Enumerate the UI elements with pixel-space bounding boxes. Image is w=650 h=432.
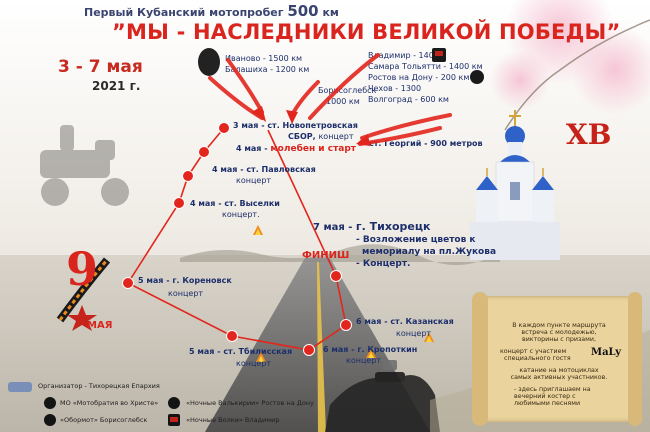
label-novopetrovskaya: 3 мая - ст. Новопетровская xyxy=(233,121,358,131)
label-kropotkin-note: концерт xyxy=(346,356,382,365)
may9-badge: 9 МАЯ xyxy=(52,244,122,340)
scroll-line: концерт с участием xyxy=(500,348,567,355)
stop-novopetrovskaya xyxy=(218,122,230,134)
arrow-east xyxy=(360,113,452,140)
label-start-date: 4 мая - xyxy=(236,144,271,153)
arrow-head-2 xyxy=(286,110,298,124)
oborot-badge-icon xyxy=(44,414,56,426)
city-volgograd: Волгоград - 600 км xyxy=(368,95,449,104)
final-item-1: - Возложение цветов к xyxy=(356,235,476,245)
route-line xyxy=(126,127,347,351)
header-distance: 500 xyxy=(287,2,319,20)
arrow-ivanovo xyxy=(226,58,264,114)
vladimir-badge-icon xyxy=(432,48,446,62)
label-start-text: молебен и старт xyxy=(270,144,357,154)
stop-kropotkin xyxy=(303,344,315,356)
city-borisoglebsk-km: 1000 км xyxy=(326,97,360,106)
night-wolves-badge-icon xyxy=(168,414,180,426)
label-pavlovskaya-place: 4 мая - ст. Павловская xyxy=(212,165,316,174)
stop-pavlovskaya xyxy=(198,146,210,158)
scroll-line: В каждом пункте маршрута xyxy=(512,322,606,329)
city-rostov: Ростов на Дону - 200 км xyxy=(368,73,470,82)
legend-mo: МО «Мотобратия во Христе» xyxy=(60,399,159,407)
label-kropotkin: 6 мая - г. Кропоткин xyxy=(323,345,418,354)
xv-symbol: ХВ xyxy=(566,118,612,151)
scroll-line: вечерний костер с xyxy=(514,393,576,400)
final-date: 7 мая - xyxy=(313,222,356,233)
event-title: ”МЫ - НАСЛЕДНИКИ ВЕЛИКОЙ ПОБЕДЫ” xyxy=(112,20,621,44)
label-pavlovskaya-note: концерт xyxy=(236,176,272,185)
mo-badge-icon xyxy=(44,397,56,409)
may9-word: МАЯ xyxy=(87,320,113,331)
scroll-line: викторины с призами, xyxy=(521,336,597,343)
rostov-badge-icon xyxy=(470,70,484,84)
stop-tbilisskaya xyxy=(226,330,238,342)
info-scroll: В каждом пункте маршрута встреча с молод… xyxy=(472,292,642,426)
stop-start xyxy=(182,170,194,182)
arrow-head-3 xyxy=(356,134,370,146)
church-illustration xyxy=(470,110,560,260)
scroll-line: катание на мотоциклах xyxy=(519,367,599,374)
finish-label: ФИНИШ xyxy=(302,250,350,261)
label-korenovsk-note: концерт xyxy=(168,289,204,298)
label-sbor-text: СБОР, xyxy=(288,132,316,141)
header-line1: Первый Кубанский мотопробег 500 км xyxy=(84,3,339,20)
label-novopetrovskaya-place: 3 мая - ст. Новопетровская xyxy=(233,121,358,130)
stop-kazanskaya xyxy=(340,319,352,331)
label-vyselki: 4 мая - ст. Выселки xyxy=(190,199,280,208)
event-year: 2021 г. xyxy=(92,79,141,93)
label-korenovsk: 5 мая - г. Кореновск xyxy=(138,276,232,285)
city-ivanovo: Иваново - 1500 км xyxy=(225,54,303,63)
city-chekhov: Чехов - 1300 xyxy=(368,84,422,93)
scroll-line: любимыми песнями xyxy=(514,400,581,407)
scroll-line: - здесь приглашаем на xyxy=(514,386,591,393)
city-georgiy: ст. Георгий - 900 метров xyxy=(369,139,483,148)
label-kazanskaya: 6 мая - ст. Казанская xyxy=(356,317,454,326)
label-tbilisskaya: 5 мая - ст. Тбилисская xyxy=(189,347,293,356)
scroll-roll-left xyxy=(472,292,488,426)
final-item-3: - Концерт. xyxy=(356,259,411,269)
arrow-vladimir xyxy=(308,53,380,120)
scroll-text: В каждом пункте маршрута встреча с молод… xyxy=(494,322,624,407)
final-item-2: мемориалу на пл.Жукова xyxy=(362,247,497,257)
stop-vyselki xyxy=(173,197,185,209)
st-george-ribbon-icon xyxy=(56,257,111,331)
label-pavlovskaya: 4 мая - ст. Павловская xyxy=(212,165,316,175)
city-samara: Самара Тольятти - 1400 км xyxy=(368,62,483,71)
header-prefix: Первый Кубанский мотопробег xyxy=(84,6,288,19)
may9-number: 9 xyxy=(66,242,99,296)
arrow-borisoglebsk xyxy=(290,80,320,117)
final-city: г. Тихорецк xyxy=(355,220,431,233)
label-sbor: СБОР, концерт xyxy=(288,132,354,142)
label-sbor-note: концерт xyxy=(318,132,354,141)
scroll-line: специального гостя xyxy=(504,355,571,362)
header-distance-unit: км xyxy=(318,6,339,19)
legend-valkyries: «Ночные Валькирии» Ростов на Дону xyxy=(186,399,314,407)
valkyries-badge-icon xyxy=(168,397,180,409)
scroll-line: самых активных участников. xyxy=(510,374,608,381)
label-vyselki-note: концерт. xyxy=(222,210,260,219)
legend-organizer: Организатор - Тихорецкая Епархия xyxy=(38,382,160,390)
scroll-line: встреча с молодежью, xyxy=(521,329,597,336)
organizer-icon xyxy=(8,382,32,392)
city-borisoglebsk: Борисоглебск xyxy=(318,86,377,95)
maly-logo: MaLy xyxy=(591,347,622,358)
legend-oborot: «Обормот» Борисоглебск xyxy=(60,416,148,424)
label-kazanskaya-note: концерт xyxy=(396,329,432,338)
legend-night-wolves: «Ночные Волки» Владимир xyxy=(186,416,280,424)
final-day: 7 мая - г. Тихорецк xyxy=(313,220,431,233)
stop-korenovsk xyxy=(122,277,134,289)
event-dates: 3 - 7 мая xyxy=(58,57,143,77)
city-balashikha: Балашиха - 1200 км xyxy=(225,65,310,74)
label-start: 4 мая - молебен и старт xyxy=(236,144,357,155)
label-tbilisskaya-note: концерт xyxy=(236,359,272,368)
stop-tikhoretsk xyxy=(330,270,342,282)
scroll-roll-right xyxy=(628,292,642,426)
arrow-head-1 xyxy=(252,106,266,122)
city-vladimir: Владимир - 1400 xyxy=(368,51,439,60)
ivanovo-badge-icon xyxy=(198,48,220,76)
